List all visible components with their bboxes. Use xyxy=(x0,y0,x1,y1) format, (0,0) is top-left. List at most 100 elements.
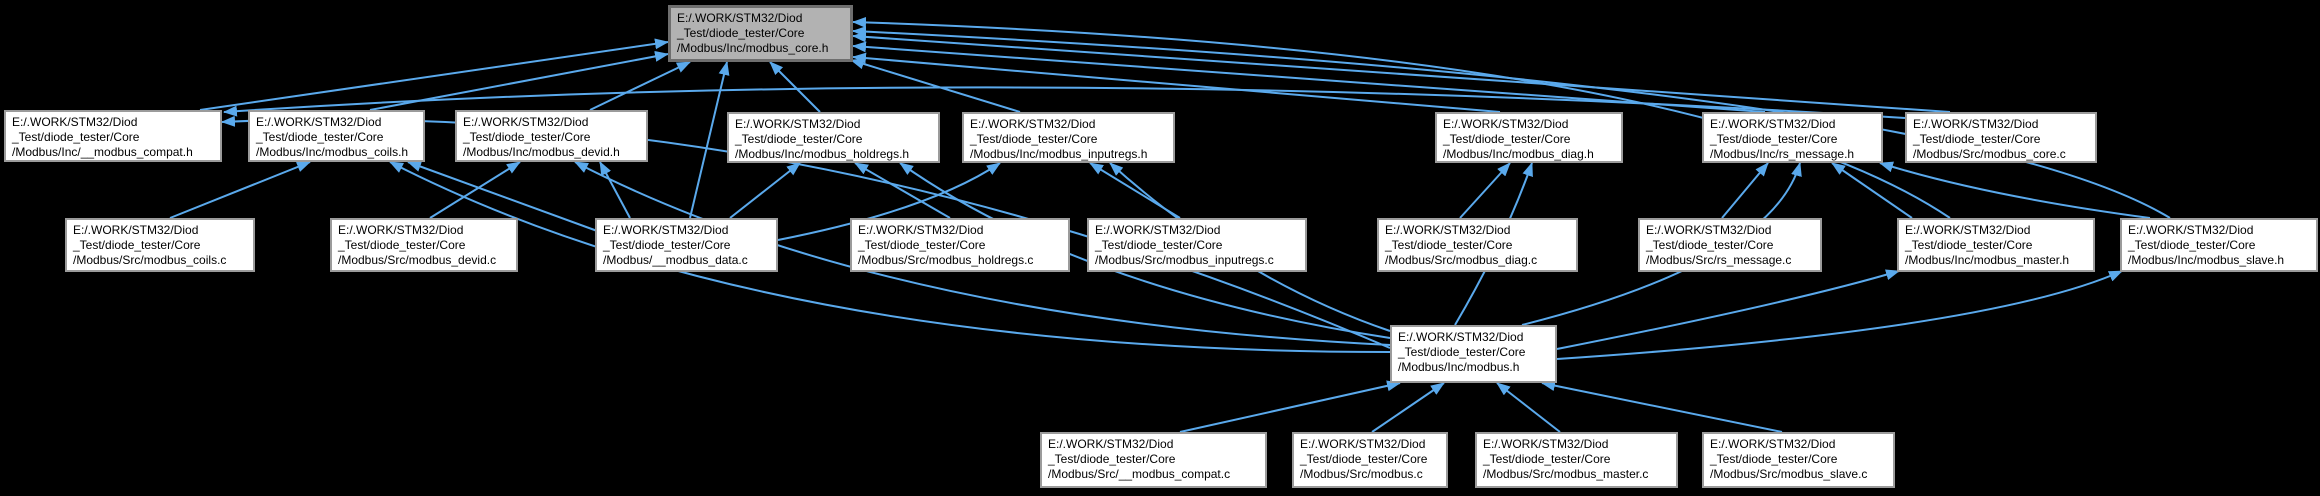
node-path-line2: _Test/diode_tester/Core xyxy=(463,130,591,144)
node-modbus-diag-c[interactable]: E:/.WORK/STM32/Diod _Test/diode_tester/C… xyxy=(1377,218,1578,272)
edge-modbus-h-to-modbus-slave-h xyxy=(1556,270,2123,360)
node-modbus-data-c[interactable]: E:/.WORK/STM32/Diod _Test/diode_tester/C… xyxy=(595,218,778,272)
node-path-line1: E:/.WORK/STM32/Diod xyxy=(256,115,382,129)
node-path-line2: _Test/diode_tester/Core xyxy=(1646,238,1774,252)
node-path-line1: E:/.WORK/STM32/Diod xyxy=(463,115,589,129)
node-modbus-slave-c[interactable]: E:/.WORK/STM32/Diod _Test/diode_tester/C… xyxy=(1702,432,1895,488)
node-path-line2: _Test/diode_tester/Core xyxy=(1398,345,1526,359)
node-path-line2: _Test/diode_tester/Core xyxy=(1095,238,1223,252)
node-path-line3: /Modbus/Inc/rs_message.h xyxy=(1710,147,1855,161)
edge-modbus-c-to-modbus-h xyxy=(1371,382,1445,433)
node-modbus-inputregs-h[interactable]: E:/.WORK/STM32/Diod _Test/diode_tester/C… xyxy=(962,112,1175,163)
node-path-line1: E:/.WORK/STM32/Diod xyxy=(12,115,138,129)
edge-modbus-devid-h-to-modbus-core-h xyxy=(589,61,691,111)
node-path-line3: /Modbus/Src/modbus_coils.c xyxy=(73,253,227,267)
node-path-line3: /Modbus/Inc/modbus_master.h xyxy=(1905,253,2070,267)
edge-modbus-data-c-to-modbus-devid-h xyxy=(599,161,631,219)
node-modbus-h[interactable]: E:/.WORK/STM32/Diod _Test/diode_tester/C… xyxy=(1390,325,1557,383)
node-path-line3: /Modbus/Inc/modbus_devid.h xyxy=(463,145,620,159)
edge-modbus-data-c-to-modbus-core-h xyxy=(689,61,730,219)
node-modbus-slave-h[interactable]: E:/.WORK/STM32/Diod _Test/diode_tester/C… xyxy=(2120,218,2318,272)
node-path-line3: /Modbus/Src/modbus.c xyxy=(1300,467,1423,481)
edge-modbus-compat-c-to-modbus-h xyxy=(1179,380,1401,433)
edge-modbus-slave-c-to-modbus-h xyxy=(1541,380,1783,433)
node-path-line2: _Test/diode_tester/Core xyxy=(1710,132,1838,146)
node-path-line1: E:/.WORK/STM32/Diod xyxy=(858,223,984,237)
node-modbus-core-c[interactable]: E:/.WORK/STM32/Diod _Test/diode_tester/C… xyxy=(1905,112,2097,163)
node-path-line2: _Test/diode_tester/Core xyxy=(1483,452,1611,466)
node-modbus-c[interactable]: E:/.WORK/STM32/Diod _Test/diode_tester/C… xyxy=(1292,432,1448,488)
edge-modbus-diag-c-to-modbus-diag-h xyxy=(1459,162,1511,219)
node-path-line1: E:/.WORK/STM32/Diod xyxy=(1300,437,1426,451)
node-modbus-inputregs-c[interactable]: E:/.WORK/STM32/Diod _Test/diode_tester/C… xyxy=(1087,218,1307,272)
node-path-line2: _Test/diode_tester/Core xyxy=(1443,132,1571,146)
node-path-line3: /Modbus/Inc/modbus_core.h xyxy=(677,41,829,55)
node-path-line1: E:/.WORK/STM32/Diod xyxy=(1385,223,1511,237)
node-path-line3: /Modbus/Inc/modbus_inputregs.h xyxy=(970,147,1148,161)
node-path-line3: /Modbus/Inc/__modbus_compat.h xyxy=(12,145,193,159)
node-path-line3: /Modbus/Inc/modbus.h xyxy=(1398,360,1520,374)
node-path-line2: _Test/diode_tester/Core xyxy=(970,132,1098,146)
node-path-line2: _Test/diode_tester/Core xyxy=(1913,132,2041,146)
edge-modbus-slave-h-to-modbus-core-h xyxy=(852,26,2171,219)
edge-modbus-coils-c-to-modbus-coils-h xyxy=(169,161,311,219)
node-path-line3: /Modbus/Inc/modbus_holdregs.h xyxy=(735,147,910,161)
node-path-line2: _Test/diode_tester/Core xyxy=(2128,238,2256,252)
node-path-line2: _Test/diode_tester/Core xyxy=(735,132,863,146)
node-modbus-devid-h[interactable]: E:/.WORK/STM32/Diod _Test/diode_tester/C… xyxy=(455,110,648,162)
node-path-line1: E:/.WORK/STM32/Diod xyxy=(1646,223,1772,237)
node-path-line1: E:/.WORK/STM32/Diod xyxy=(2128,223,2254,237)
edge-modbus-data-c-to-modbus-inputregs-h xyxy=(777,162,1001,241)
edge-modbus-inputregs-h-to-modbus-core-h xyxy=(850,58,1021,113)
node-path-line3: /Modbus/Src/modbus_diag.c xyxy=(1385,253,1538,267)
edge-rs-message-c-to-rs-message-h xyxy=(1721,162,1769,219)
node-modbus-coils-h[interactable]: E:/.WORK/STM32/Diod _Test/diode_tester/C… xyxy=(248,110,425,162)
edge-modbus-master-h-to-modbus-core-h xyxy=(852,16,1951,219)
edge-modbus-core-c-to-modbus-core-h xyxy=(852,31,1951,113)
edge-modbus-h-to-modbus-devid-h xyxy=(574,161,1391,346)
node-path-line2: _Test/diode_tester/Core xyxy=(858,238,986,252)
node-path-line1: E:/.WORK/STM32/Diod xyxy=(1913,117,2039,131)
node-path-line3: /Modbus/Src/rs_message.c xyxy=(1646,253,1792,267)
node-modbus-master-h[interactable]: E:/.WORK/STM32/Diod _Test/diode_tester/C… xyxy=(1897,218,2095,272)
node-modbus-core-h[interactable]: E:/.WORK/STM32/Diod _Test/diode_tester/C… xyxy=(668,5,853,62)
edge-modbus-h-to-modbus-master-h xyxy=(1556,269,1900,350)
node-path-line1: E:/.WORK/STM32/Diod xyxy=(1483,437,1609,451)
node-path-line1: E:/.WORK/STM32/Diod xyxy=(970,117,1096,131)
node-path-line2: _Test/diode_tester/Core xyxy=(1710,452,1838,466)
node-path-line3: /Modbus/Inc/modbus_coils.h xyxy=(256,145,409,159)
node-path-line2: _Test/diode_tester/Core xyxy=(603,238,731,252)
edge-modbus-holdregs-c-to-modbus-holdregs-h xyxy=(854,162,951,219)
node-path-line2: _Test/diode_tester/Core xyxy=(677,26,805,40)
node-modbus-holdregs-h[interactable]: E:/.WORK/STM32/Diod _Test/diode_tester/C… xyxy=(727,112,940,163)
node-modbus-compat-c[interactable]: E:/.WORK/STM32/Diod _Test/diode_tester/C… xyxy=(1040,432,1267,488)
edge-modbus-h-to-modbus-coils-h xyxy=(389,161,1391,353)
node-path-line1: E:/.WORK/STM32/Diod xyxy=(1905,223,2031,237)
node-modbus-devid-c[interactable]: E:/.WORK/STM32/Diod _Test/diode_tester/C… xyxy=(330,218,518,272)
node-path-line1: E:/.WORK/STM32/Diod xyxy=(1443,117,1569,131)
node-path-line2: _Test/diode_tester/Core xyxy=(1385,238,1513,252)
node-path-line1: E:/.WORK/STM32/Diod xyxy=(1398,330,1524,344)
node-modbus-master-c[interactable]: E:/.WORK/STM32/Diod _Test/diode_tester/C… xyxy=(1475,432,1678,488)
edge-modbus-master-h-to-rs-message-h xyxy=(1831,162,1913,219)
node-rs-message-h[interactable]: E:/.WORK/STM32/Diod _Test/diode_tester/C… xyxy=(1702,112,1883,163)
node-path-line1: E:/.WORK/STM32/Diod xyxy=(1710,437,1836,451)
node-path-line2: _Test/diode_tester/Core xyxy=(1048,452,1176,466)
edge-modbus-holdregs-h-to-modbus-core-h xyxy=(769,61,821,113)
node-modbus-holdregs-c[interactable]: E:/.WORK/STM32/Diod _Test/diode_tester/C… xyxy=(850,218,1070,272)
node-path-line3: /Modbus/Inc/modbus_diag.h xyxy=(1443,147,1594,161)
node-path-line1: E:/.WORK/STM32/Diod xyxy=(1095,223,1221,237)
edge-modbus-data-c-to-modbus-holdregs-h xyxy=(729,162,801,219)
node-path-line1: E:/.WORK/STM32/Diod xyxy=(1048,437,1174,451)
node-path-line3: /Modbus/Src/modbus_inputregs.c xyxy=(1095,253,1274,267)
node-modbus-coils-c[interactable]: E:/.WORK/STM32/Diod _Test/diode_tester/C… xyxy=(65,218,255,272)
node-rs-message-c[interactable]: E:/.WORK/STM32/Diod _Test/diode_tester/C… xyxy=(1638,218,1822,272)
node-path-line1: E:/.WORK/STM32/Diod xyxy=(1710,117,1836,131)
node-modbus-compat-h[interactable]: E:/.WORK/STM32/Diod _Test/diode_tester/C… xyxy=(4,110,222,162)
node-path-line1: E:/.WORK/STM32/Diod xyxy=(735,117,861,131)
edge-modbus-slave-h-to-rs-message-h xyxy=(1879,161,2151,219)
node-modbus-diag-h[interactable]: E:/.WORK/STM32/Diod _Test/diode_tester/C… xyxy=(1435,112,1623,163)
node-path-line3: /Modbus/Src/modbus_master.c xyxy=(1483,467,1649,481)
